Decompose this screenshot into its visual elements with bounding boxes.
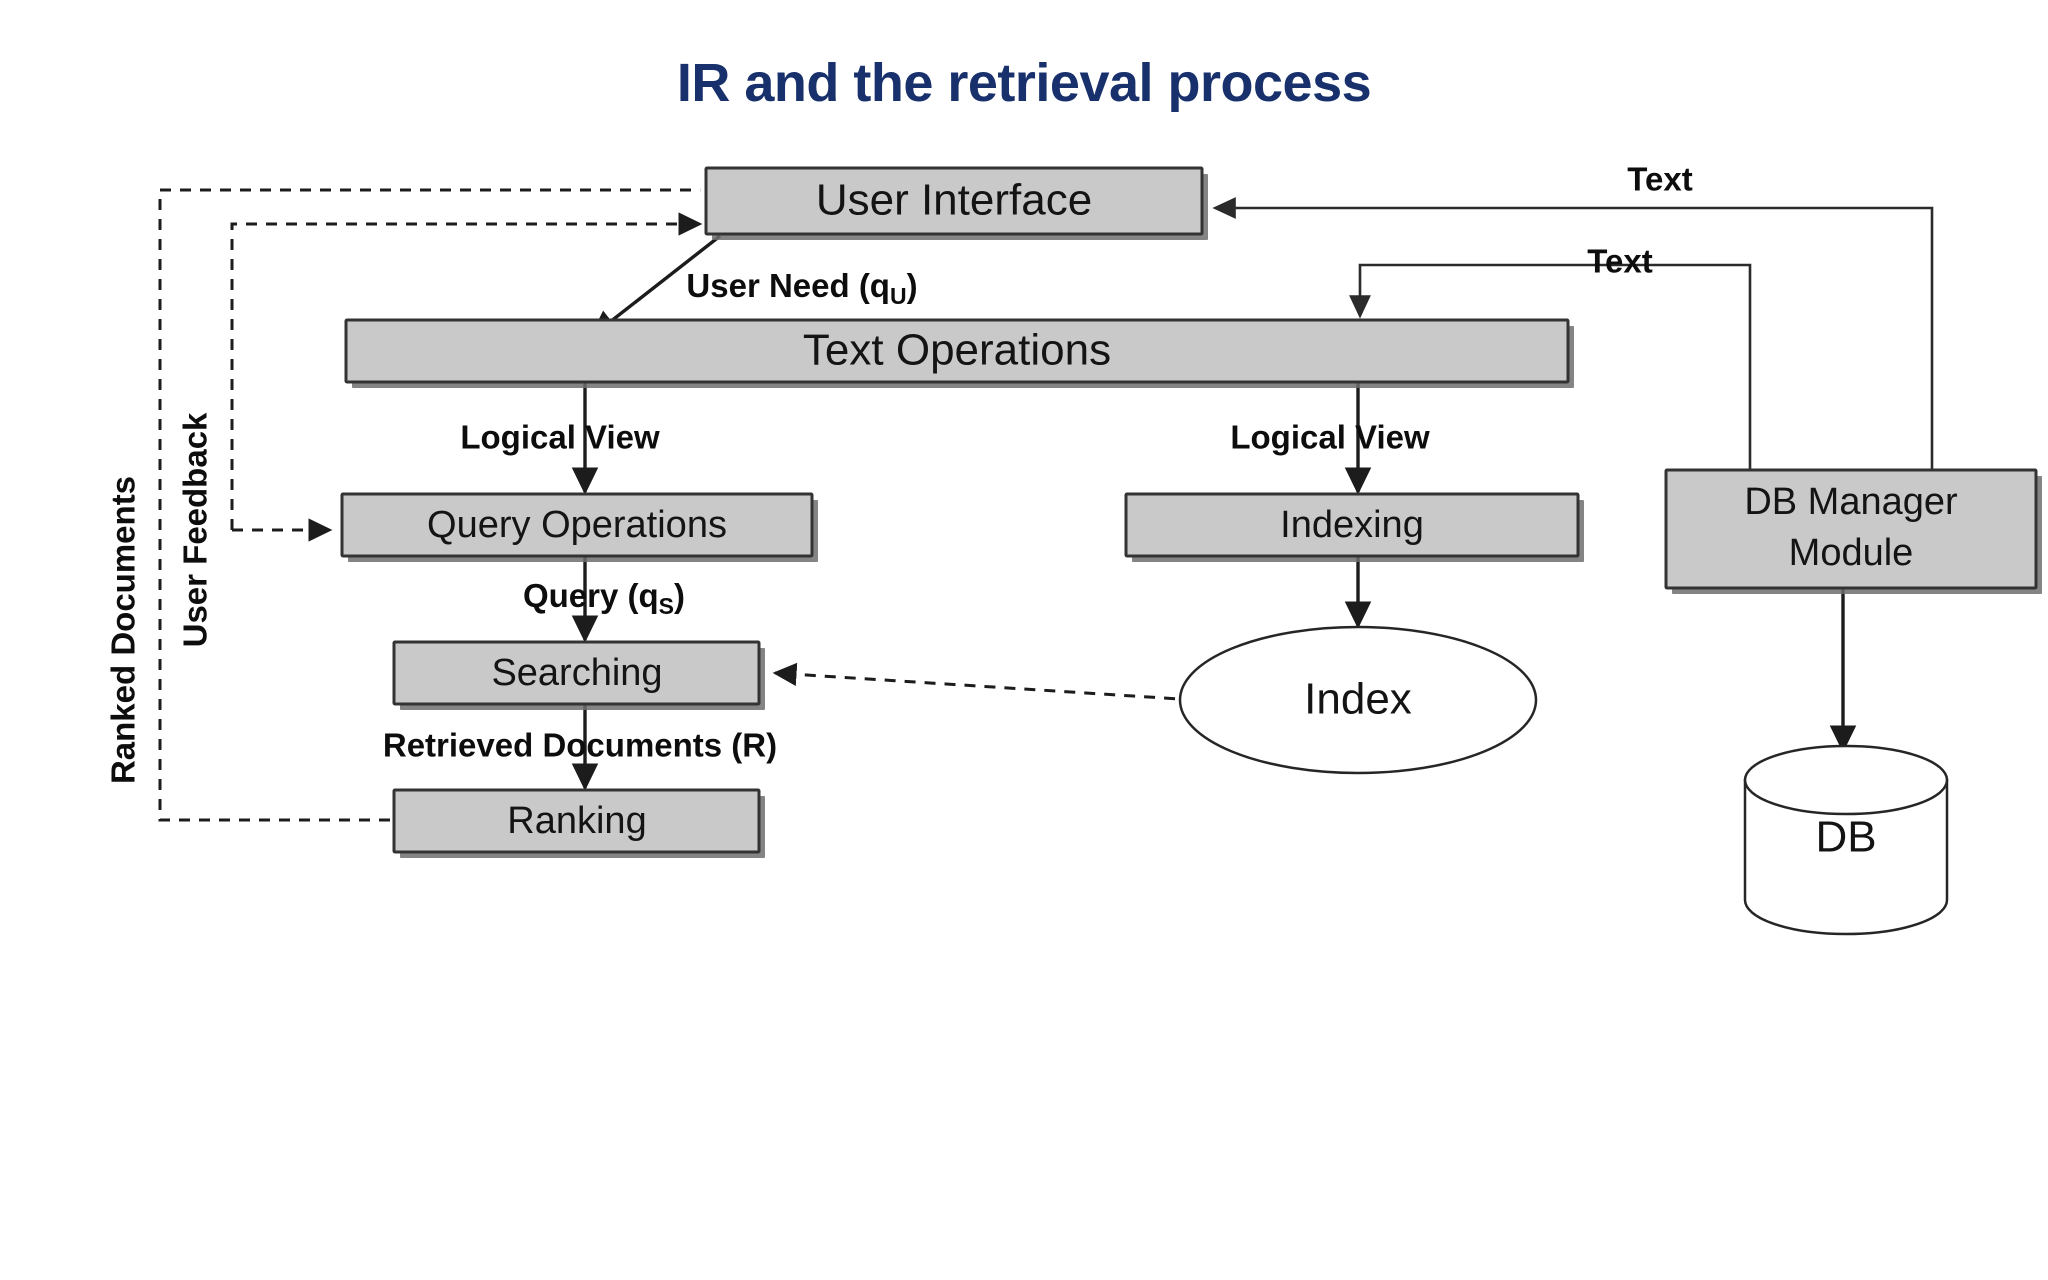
node-searching-label: Searching (491, 652, 662, 694)
label-query-subscript: S (659, 593, 674, 619)
label-user-need-subscript: U (890, 283, 907, 309)
label-user-need-close: ) (907, 267, 918, 304)
node-db[interactable]: DB (1743, 744, 1949, 936)
edge-index-to-searching (772, 662, 1196, 702)
node-query-operations[interactable]: Query Operations (340, 492, 818, 562)
edge-user-feedback (230, 212, 703, 542)
label-logical-view-left: Logical View (460, 419, 660, 456)
label-text-middle: Text (1587, 243, 1652, 280)
node-index-label: Index (1304, 675, 1412, 724)
label-retrieved-documents: Retrieved Documents (R) (383, 727, 777, 764)
svg-text:Ranked Documents: Ranked Documents (105, 476, 142, 784)
diagram-svg: User Interface Text Operations Query Ope… (105, 161, 2042, 936)
node-indexing-label: Indexing (1280, 504, 1424, 546)
label-text-top: Text (1627, 161, 1692, 198)
node-indexing[interactable]: Indexing (1124, 492, 1584, 562)
node-text-operations[interactable]: Text Operations (344, 318, 1574, 388)
node-query-operations-label: Query Operations (427, 504, 727, 546)
label-query-text: Query (q (523, 577, 659, 614)
node-text-operations-label: Text Operations (803, 326, 1111, 375)
label-user-need: User Need (qU) (686, 267, 917, 309)
node-user-interface[interactable]: User Interface (704, 166, 1208, 240)
edge-text-middle (1349, 263, 1752, 470)
svg-text:User Need (qU): User Need (qU) (686, 267, 917, 309)
svg-text:Query (qS): Query (qS) (523, 577, 685, 619)
edge-text-top (1212, 197, 1934, 470)
node-db-label: DB (1815, 813, 1876, 862)
label-query-close: ) (674, 577, 685, 614)
node-ranking-label: Ranking (507, 800, 646, 842)
node-db-manager-label-line1: DB Manager (1744, 481, 1958, 523)
label-user-feedback: User Feedback (177, 412, 214, 647)
label-query: Query (qS) (523, 577, 685, 619)
node-user-interface-label: User Interface (816, 176, 1092, 225)
label-ranked-documents: Ranked Documents (105, 476, 142, 784)
svg-text:User Feedback: User Feedback (177, 412, 214, 647)
edge-ranked-documents (158, 188, 700, 822)
node-db-manager-module[interactable]: DB Manager Module (1664, 468, 2042, 594)
page-title: IR and the retrieval process (676, 53, 1372, 113)
node-ranking[interactable]: Ranking (392, 788, 765, 858)
label-logical-view-right: Logical View (1230, 419, 1430, 456)
node-searching[interactable]: Searching (392, 640, 765, 710)
ir-retrieval-process-diagram: User Interface Text Operations Query Ope… (0, 140, 2048, 1280)
node-index[interactable]: Index (1178, 625, 1538, 775)
label-user-need-text: User Need (q (686, 267, 890, 304)
node-db-manager-label-line2: Module (1789, 532, 1914, 574)
